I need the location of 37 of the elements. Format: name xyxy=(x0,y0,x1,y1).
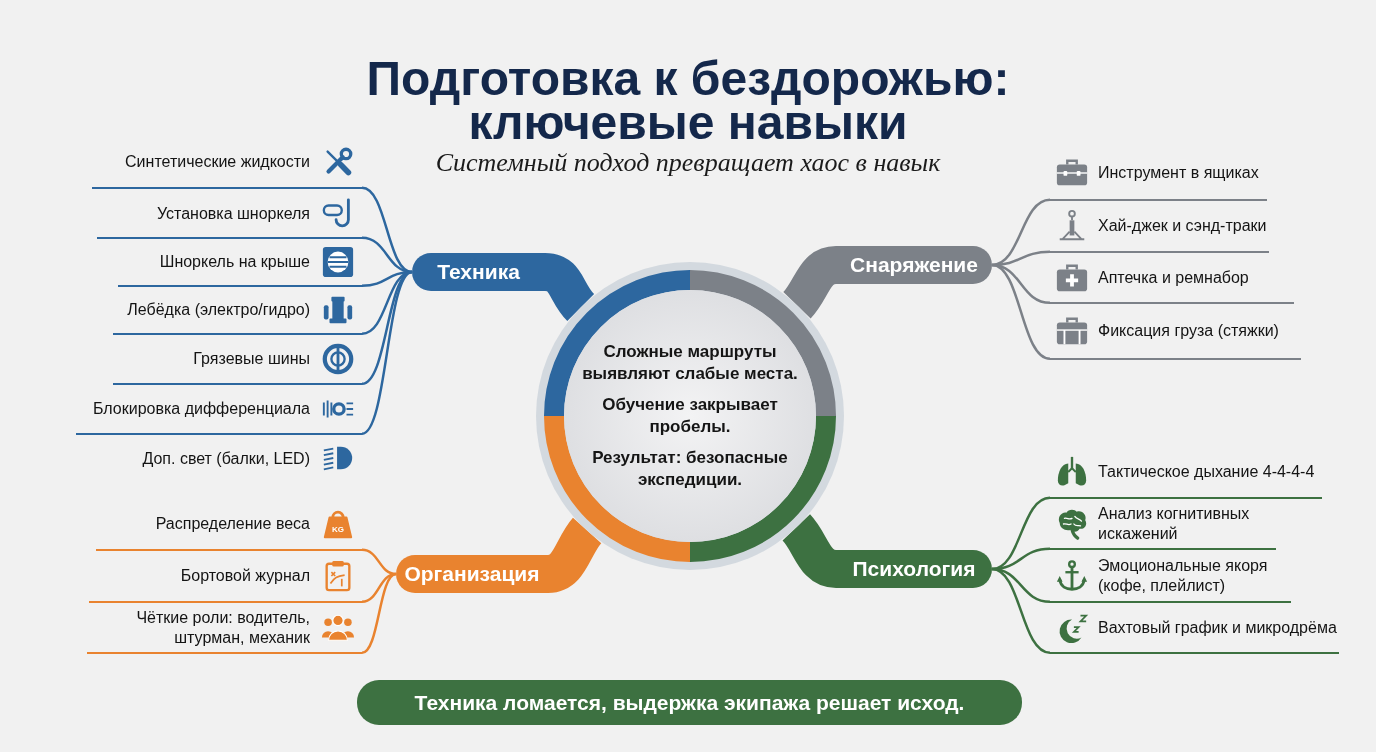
topic-text: Хай-джек и сэнд-траки xyxy=(1098,216,1267,236)
topic-text: Блокировка дифференциала xyxy=(92,399,310,419)
topic-text: Распределение веса xyxy=(155,514,310,534)
conclusion-banner: Техника ломается, выдержка экипажа решает исход. xyxy=(357,680,1022,725)
topic-text: Шноркель на крыше xyxy=(159,252,310,272)
topic-text: Фиксация груза (стяжки) xyxy=(1098,321,1279,341)
weight-unit-text: KG xyxy=(331,525,345,535)
topic-text: Доп. свет (балки, LED) xyxy=(142,449,310,469)
topic-text: Чёткие роли: водитель, штурман, механик xyxy=(135,607,310,648)
topic-text: Аптечка и ремнабор xyxy=(1098,267,1249,288)
topic-text: Синтетические жидкости xyxy=(125,151,310,172)
category-pill: Организация xyxy=(396,555,548,593)
category-pill: Психология xyxy=(836,550,992,588)
connector-line xyxy=(991,496,1051,571)
topic-text: Вахтовый график и микродрёма xyxy=(1098,617,1337,638)
title: Подготовка к бездорожью: ключевые навыки xyxy=(365,57,1011,145)
connector-band xyxy=(782,246,838,318)
subtitle: Системный подход превращает хаос в навык xyxy=(435,147,941,179)
connector-line xyxy=(991,263,1051,360)
topic-text: Инструмент в ящиках xyxy=(1098,163,1259,183)
category-pill: Снаряжение xyxy=(836,246,992,284)
center-text: Обучение закрывает пробелы. xyxy=(601,394,779,438)
connector-line xyxy=(361,270,413,435)
topic-text: Анализ когнитивных искажений xyxy=(1098,503,1251,544)
center-text: Результат: безопасные экспедиции. xyxy=(591,447,789,491)
connector-line xyxy=(991,198,1051,267)
category-pill: Техника xyxy=(412,253,545,291)
topic-text: Лебёдка (электро/гидро) xyxy=(127,300,310,320)
center-text: Сложные маршруты выявляют слабые места. xyxy=(581,341,799,385)
topic-text: Тактическое дыхание 4-4-4-4 xyxy=(1098,462,1315,482)
topic-text: Бортовой журнал xyxy=(180,566,310,586)
connector-line xyxy=(991,567,1051,654)
topic-text: Установка шноркеля xyxy=(156,203,310,224)
topic-text: Грязевые шины xyxy=(193,349,310,369)
connector-line xyxy=(361,572,397,654)
connector-line xyxy=(361,186,413,274)
topic-text: Эмоциональные якоря (кофе, плейлист) xyxy=(1098,556,1269,596)
